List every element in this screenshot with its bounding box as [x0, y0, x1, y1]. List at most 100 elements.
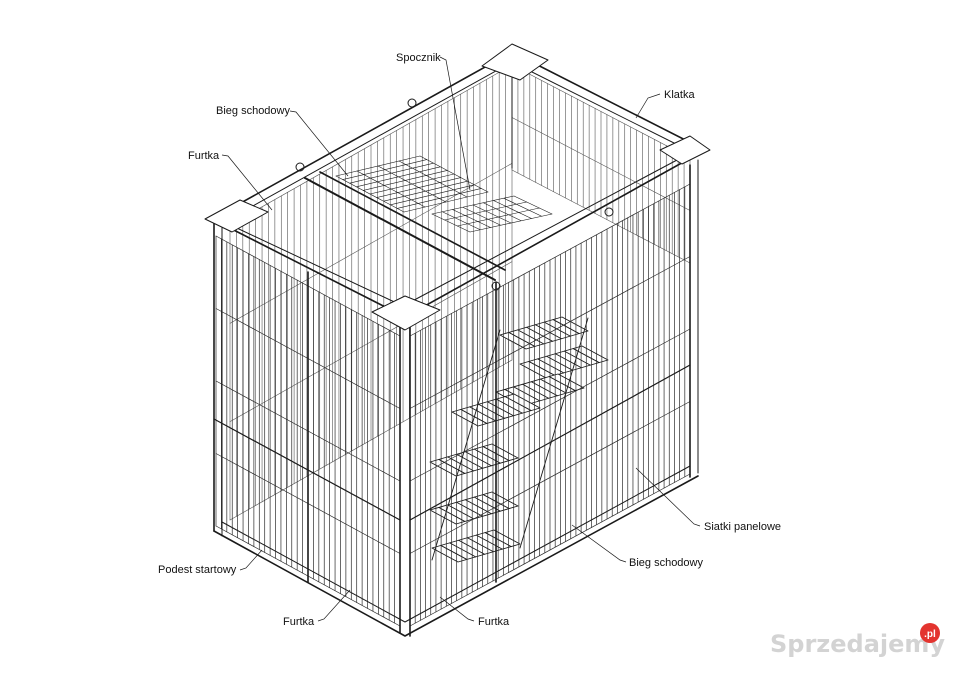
- rail-right-mid: [409, 364, 691, 521]
- front-right-panel-mesh: [409, 183, 691, 627]
- stair-tread-bar: [440, 544, 468, 560]
- cage-frame: [211, 51, 706, 637]
- landing-mid-wire-v: [503, 197, 543, 217]
- landing-mid-wire-v: [513, 195, 553, 215]
- labels: Spocznik Klatka Bieg schodowy Furtka Sia…: [158, 52, 781, 628]
- label-furtka-top: Furtka: [188, 150, 220, 162]
- stair-tread-bar: [449, 542, 477, 558]
- front-right-wire-h: [409, 401, 691, 554]
- stair-tread-bar: [486, 401, 514, 417]
- bottom-rim: [213, 475, 699, 637]
- leader-bieg-bottom: [571, 524, 627, 563]
- landing-top-wire-h: [398, 160, 468, 198]
- front-right-wire-h: [409, 183, 691, 337]
- leader-furtka-top: [221, 154, 273, 211]
- landing-mid-wire-v: [462, 206, 502, 226]
- stair-tread-bar: [464, 451, 492, 467]
- landing-mid-wire-h: [431, 195, 515, 215]
- stair-stringer: [519, 317, 589, 549]
- back-right-wire-h: [511, 117, 691, 211]
- leader-furtka-br: [439, 596, 475, 622]
- landing-top-wire-h: [377, 165, 447, 203]
- back-left-wire-h: [229, 64, 513, 226]
- cage-drawing: [204, 43, 711, 637]
- stair-tread-bar: [508, 331, 536, 347]
- stair-tread-bar: [530, 381, 558, 397]
- stair-tread-bar: [438, 458, 466, 474]
- front-right-wire-h: [409, 473, 691, 627]
- stair-tread: [499, 316, 589, 350]
- back-left-wire-h: [229, 163, 513, 324]
- landing-top-wire-h: [356, 170, 426, 208]
- back-left-wire-h: [229, 359, 513, 521]
- stair-tread-bar: [456, 453, 484, 469]
- label-spocznik: Spocznik: [396, 52, 441, 64]
- leader-siatki: [635, 467, 701, 527]
- lifting-eye-2: [407, 98, 417, 108]
- stair-tread-bar: [513, 386, 541, 402]
- landing-top-wire-h: [419, 155, 489, 193]
- lifting-eye-4: [491, 281, 501, 291]
- stair-tread-bar: [447, 504, 475, 520]
- stair-stringer: [431, 329, 501, 561]
- stair-tread-bar: [546, 355, 574, 371]
- back-left-wire-h: [229, 261, 513, 422]
- stair-tread-bar: [458, 539, 486, 555]
- landing-grating: [335, 155, 553, 233]
- back-right-wire-h: [511, 169, 691, 264]
- stair-tread-bar: [466, 537, 494, 553]
- leader-spocznik: [439, 56, 471, 191]
- corner-plate-back: [481, 43, 549, 81]
- top-cross-beam: [304, 177, 496, 281]
- stair-tread-bar: [552, 319, 580, 335]
- stair-tread-bar: [543, 321, 571, 337]
- landing-mid-wire-v: [441, 211, 481, 231]
- landing-top-wire-h: [335, 175, 405, 213]
- stair-tread-bar: [522, 383, 550, 399]
- landing-mid-wire-v: [431, 213, 471, 233]
- leader-podest: [239, 549, 263, 571]
- bottom-rim-inner: [221, 465, 691, 623]
- stair-tread-bar: [554, 353, 582, 369]
- front-right-wire-h: [409, 256, 691, 409]
- stair-tread-bar: [528, 360, 556, 376]
- back-right-panel-mesh: [511, 64, 691, 264]
- landing-mid-wire-v: [482, 202, 522, 222]
- stair-tread-bar: [495, 398, 523, 414]
- landing-mid-wire-h: [457, 207, 540, 227]
- front-right-wire-h: [409, 328, 691, 482]
- landing-mid-wire-v: [452, 209, 491, 228]
- stair-tread-bar: [438, 506, 466, 522]
- leader-klatka: [635, 93, 661, 119]
- lifting-eyes: [295, 98, 614, 291]
- corner-plate-front: [371, 295, 441, 331]
- watermark-badge: [920, 623, 940, 643]
- label-bieg-schodowy-top: Bieg schodowy: [216, 105, 290, 117]
- label-furtka-bottom-right: Furtka: [478, 616, 510, 628]
- label-podest-startowy: Podest startowy: [158, 564, 237, 576]
- corner-plates: [204, 43, 711, 331]
- label-furtka-bottom-left: Furtka: [283, 616, 315, 628]
- leader-lines: [221, 56, 701, 622]
- landing-mid-wire-h: [469, 213, 553, 233]
- top-cross-beam-b: [319, 171, 506, 271]
- leader-bieg-top: [289, 110, 349, 177]
- landing-mid-wire-v: [472, 204, 512, 224]
- stair-tread-bar: [504, 396, 532, 412]
- leader-furtka-bl: [317, 589, 351, 622]
- lifting-eye-1: [295, 162, 305, 172]
- stair-tread-bar: [456, 501, 484, 517]
- label-bieg-schodowy-bottom: Bieg schodowy: [629, 557, 703, 569]
- lifting-eye-3: [604, 207, 614, 217]
- stair-tread-bar: [537, 358, 565, 374]
- rail-left-mid: [213, 418, 401, 521]
- watermark-badge-text: .pl: [924, 629, 936, 640]
- landing-mid-wire-h: [444, 201, 527, 221]
- label-siatki-panelowe: Siatki panelowe: [704, 521, 781, 533]
- landing-mid-wire-v: [493, 200, 532, 219]
- back-right-wire-h: [511, 64, 691, 159]
- corner-plate-left: [204, 199, 269, 233]
- label-klatka: Klatka: [664, 89, 695, 101]
- watermark-text: Sprzedajemy: [770, 630, 945, 658]
